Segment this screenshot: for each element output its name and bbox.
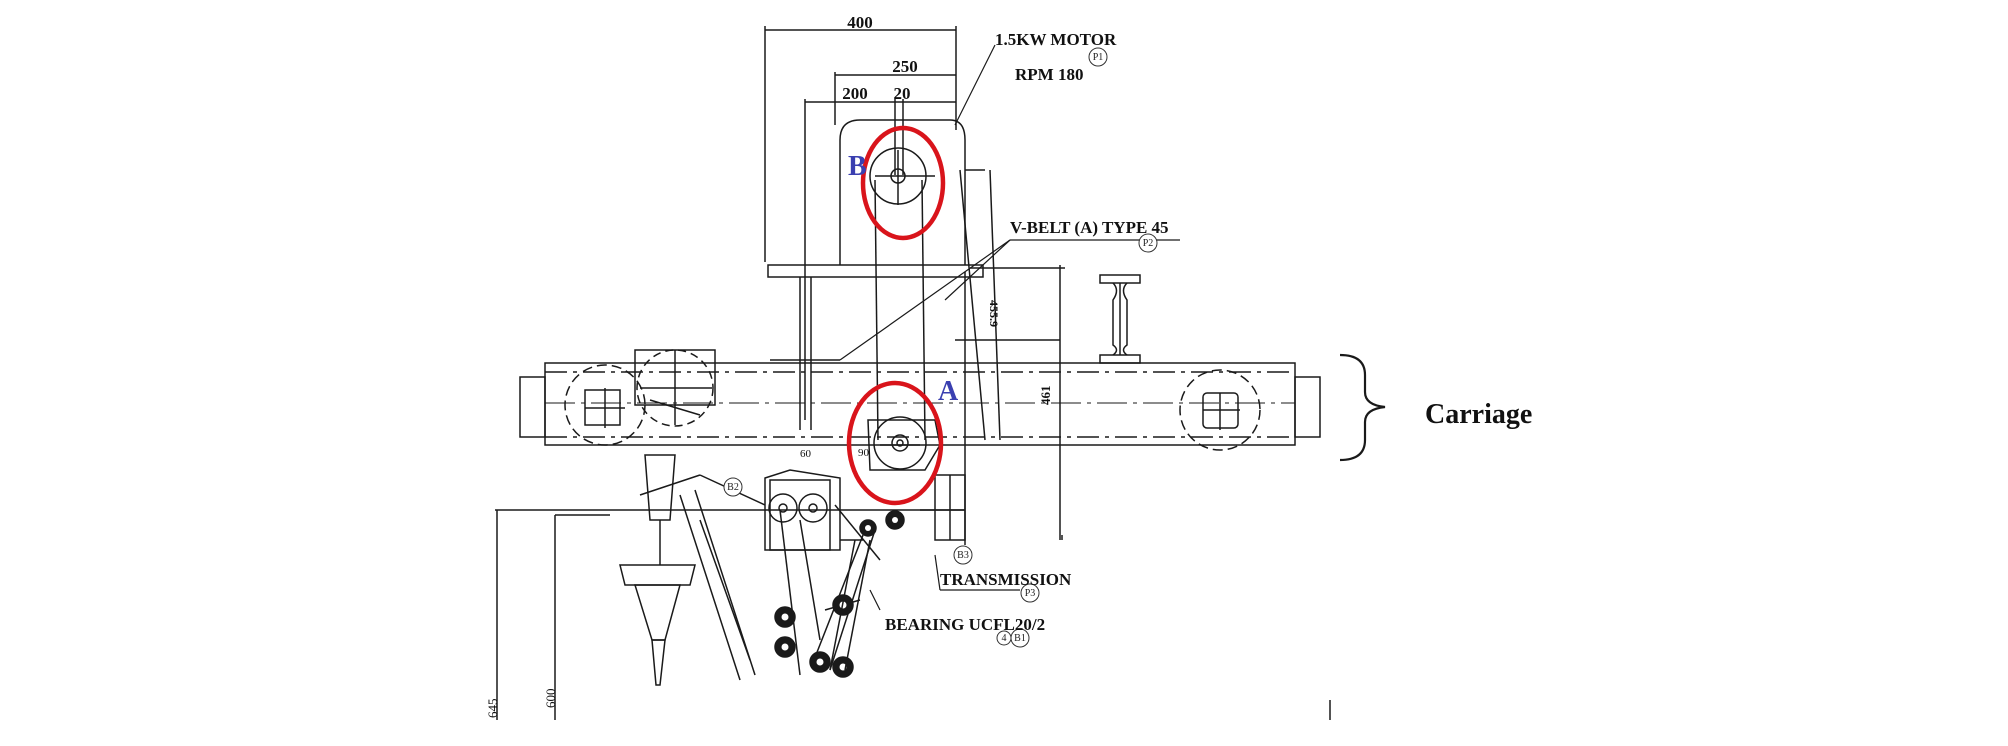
left-bearing-block [634, 349, 716, 427]
highlight-pulley-a [846, 380, 944, 506]
linkage-arms [639, 474, 881, 681]
ground-lines [495, 509, 1331, 720]
dim-645: 645 [485, 699, 500, 719]
label-motor-line1: 1.5KW MOTOR [995, 30, 1117, 49]
right-i-beam [1099, 274, 1141, 364]
carriage-brace [1339, 353, 1386, 462]
label-motor-line2: RPM 180 [1015, 65, 1083, 84]
ripper-tool [619, 454, 696, 686]
dim-455: 455.9 [987, 300, 1001, 327]
label-bearing: BEARING UCFL20/2 [885, 615, 1045, 634]
label-pulley-b: B [848, 151, 867, 182]
dim-600: 600 [543, 689, 558, 709]
dim-200: 200 [842, 84, 868, 103]
chain [829, 539, 871, 671]
motor-pulley-b [869, 147, 935, 205]
bubble-b3: B3 [957, 550, 969, 561]
dim-250: 250 [892, 57, 918, 76]
label-carriage: Carriage [1425, 399, 1532, 430]
dim-90: 90 [858, 447, 870, 459]
bubble-p2: P2 [1143, 238, 1154, 249]
label-pulley-a: A [938, 376, 959, 407]
dim-20: 20 [894, 84, 911, 103]
bubble-4: 4 [1002, 633, 1007, 644]
bubble-p3: P3 [1025, 588, 1036, 599]
top-dimensions [764, 26, 957, 420]
gearbox [764, 469, 841, 551]
bubble-b1: B1 [1014, 633, 1026, 644]
bubble-p1: P1 [1093, 52, 1104, 63]
highlight-pulley-b [860, 125, 946, 241]
left-wheel [564, 364, 646, 446]
label-v-belt: V-BELT (A) TYPE 45 [1010, 218, 1169, 237]
dim-461: 461 [1038, 386, 1053, 406]
bubble-b2: B2 [727, 482, 739, 493]
label-transmission: TRANSMISSION [940, 570, 1072, 589]
left-i-beam [770, 277, 840, 430]
drive-pulley-a [867, 416, 941, 471]
dim-400: 400 [847, 13, 873, 32]
motor-mount-plate [839, 119, 966, 265]
right-wheel [1179, 369, 1261, 451]
dim-60: 60 [800, 448, 812, 460]
